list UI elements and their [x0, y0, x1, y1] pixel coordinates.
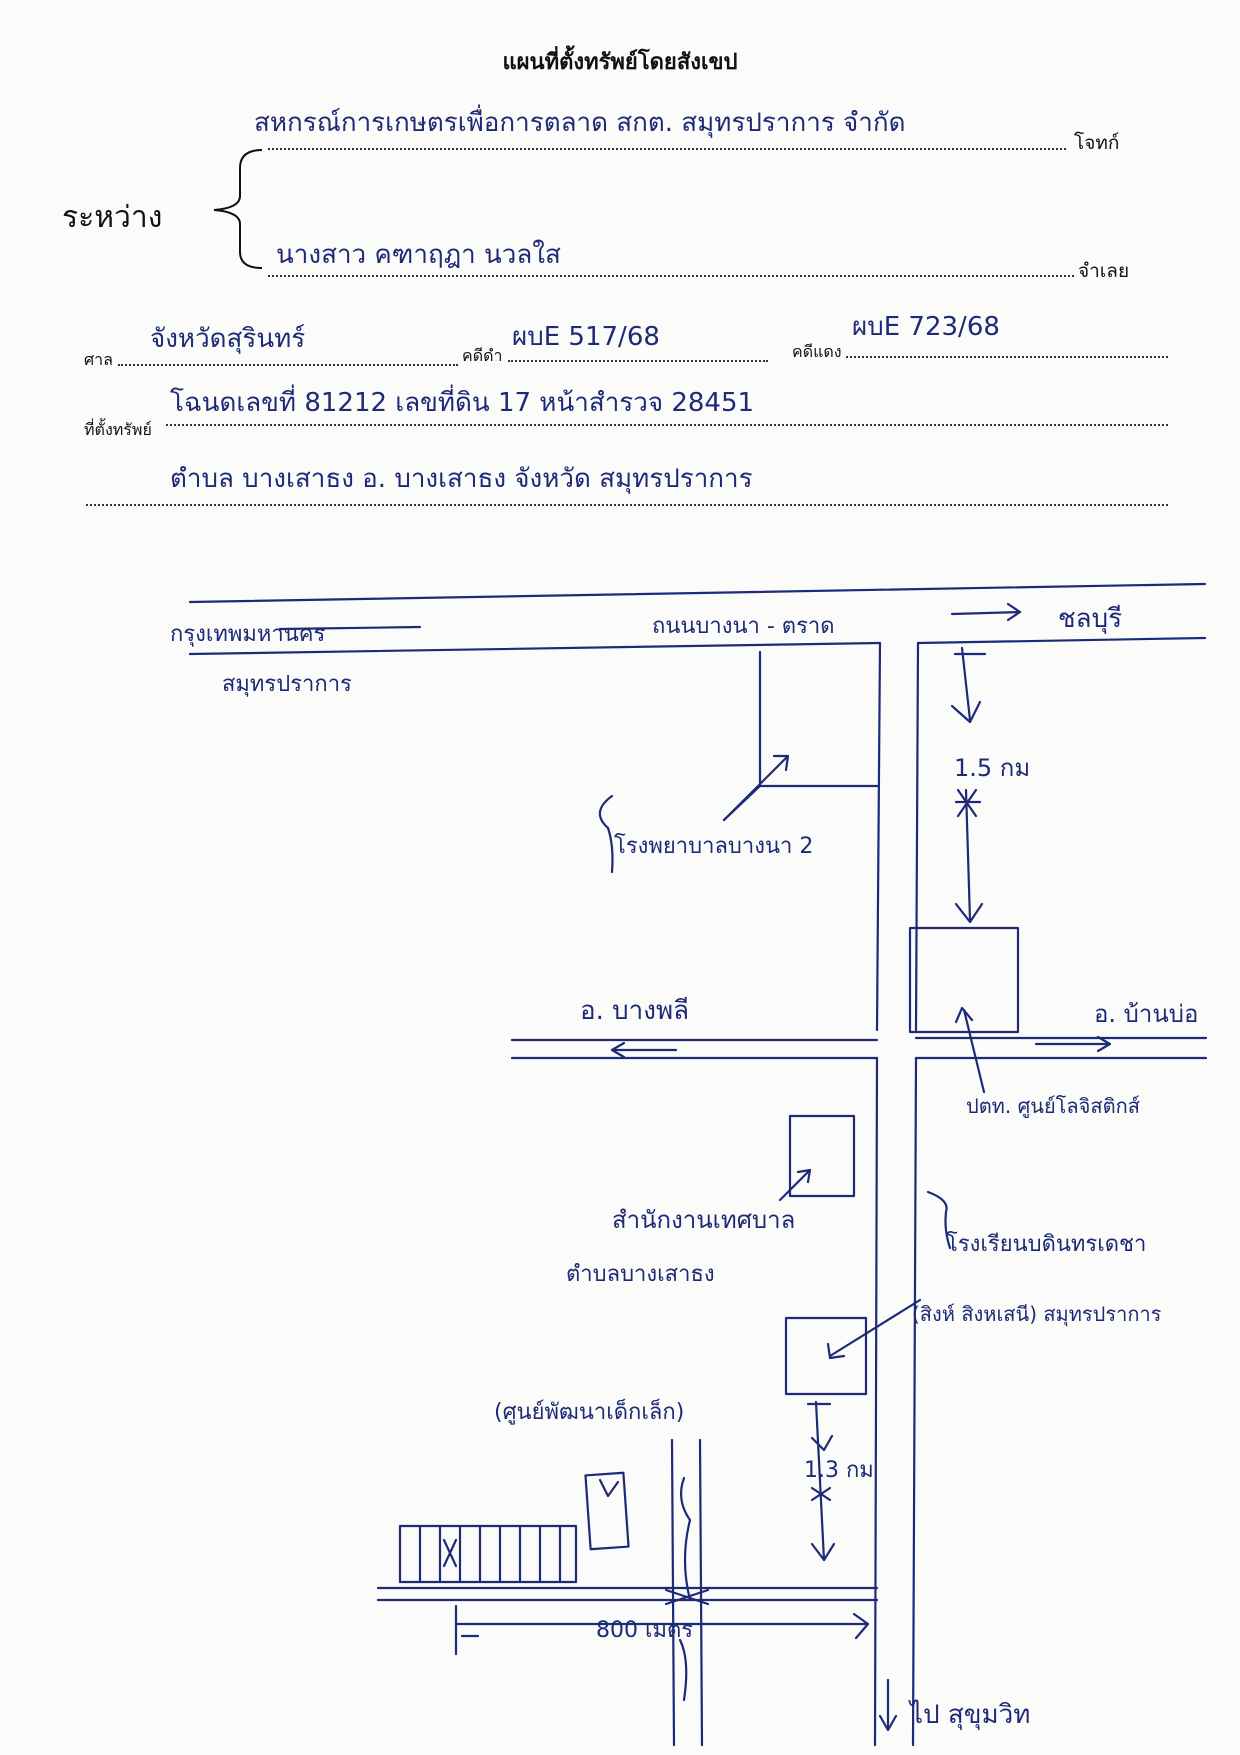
main-road-left-edge-upper — [875, 641, 882, 1032]
map-label-distance-3: 800 เมตร — [596, 1618, 694, 1643]
black-case-value: ผบE 517/68 — [512, 322, 660, 352]
house-row — [398, 1524, 578, 1584]
location-line-2: ตำบล บางเสาธง อ. บางเสาธง จังหวัด สมุทรป… — [170, 464, 753, 494]
location-dotted-line-1 — [166, 424, 1168, 426]
between-label: ระหว่าง — [62, 200, 163, 235]
location-dotted-line-2 — [86, 504, 1168, 506]
red-case-label: คดีแดง — [792, 342, 842, 361]
red-case-value: ผบE 723/68 — [852, 312, 1000, 342]
school-box — [784, 1316, 868, 1396]
main-road-right-edge-upper — [914, 641, 920, 1032]
black-case-dotted-line — [508, 360, 768, 362]
distance-marker-1 — [960, 646, 972, 722]
map-label-sukhumvit: ไป สุขุมวิท — [910, 1700, 1031, 1730]
court-label: ศาล — [84, 350, 113, 369]
plaintiff-value: สหกรณ์การเกษตรเพื่อการตลาด สกต. สมุทรปรา… — [254, 108, 906, 138]
map-label-bang-phli: อ. บางพลี — [580, 996, 690, 1026]
map-label-road-bangna-trat: ถนนบางนา - ตราด — [652, 614, 835, 639]
red-case-dotted-line — [846, 356, 1168, 358]
map-label-distance-2: 1.3 กม — [804, 1458, 874, 1483]
plaintiff-label: โจทก์ — [1074, 132, 1120, 154]
map-label-samut-prakan: สมุทรปราการ — [222, 672, 352, 697]
road-bangna-trat-top-edge — [188, 582, 1207, 604]
map-label-distance-1: 1.5 กม — [954, 754, 1031, 782]
court-dotted-line — [118, 364, 458, 366]
map-label-school-1: โรงเรียนบดินทรเดชา — [946, 1232, 1147, 1257]
subject-property-box — [908, 926, 1020, 1034]
map-label-nursery: (ศูนย์พัฒนาเด็กเล็ก) — [494, 1400, 685, 1425]
map-label-school-2: (สิงห์ สิงหเสนี) สมุทรปราการ — [912, 1302, 1162, 1326]
defendant-label: จำเลย — [1078, 260, 1130, 282]
municipal-office-box — [788, 1114, 856, 1198]
distance-marker-2 — [814, 1400, 826, 1562]
main-road-right-edge-lower — [911, 1056, 918, 1747]
defendant-value: นางสาว คฑาฤฎา นวลใส — [276, 240, 561, 270]
plaintiff-dotted-line — [268, 148, 1066, 150]
main-road-left-edge-lower — [873, 1056, 879, 1747]
map-label-logistics: ปตท. ศูนย์โลจิสติกส์ — [966, 1094, 1140, 1118]
black-case-label: คดีดำ — [462, 346, 503, 365]
map-label-municipal-office-2: ตำบลบางเสาธง — [566, 1262, 715, 1287]
map-label-chonburi: ชลบุรี — [1058, 604, 1123, 634]
arrow-to-chonburi — [950, 610, 1022, 616]
map-label-ban-bo: อ. บ้านบ่อ — [1094, 1000, 1199, 1028]
location-label: ที่ตั้งทรัพย์ — [84, 420, 152, 439]
nursery-box — [584, 1471, 630, 1551]
road-bangna-trat-bottom-edge-right — [916, 636, 1207, 645]
defendant-dotted-line — [268, 275, 1074, 277]
location-line-1: โฉนดเลขที่ 81212 เลขที่ดิน 17 หน้าสำรวจ … — [170, 388, 755, 418]
map-label-hospital: โรงพยาบาลบางนา 2 — [614, 834, 814, 859]
road-bangna-trat-bottom-edge-left — [188, 641, 882, 656]
court-value: จังหวัดสุรินทร์ — [150, 324, 306, 354]
page-title: แผนที่ตั้งทรัพย์โดยสังเขป — [502, 49, 738, 75]
map-label-bangkok: กรุงเทพมหานคร — [170, 622, 326, 647]
map-label-municipal-office-1: สำนักงานเทศบาล — [612, 1206, 796, 1234]
